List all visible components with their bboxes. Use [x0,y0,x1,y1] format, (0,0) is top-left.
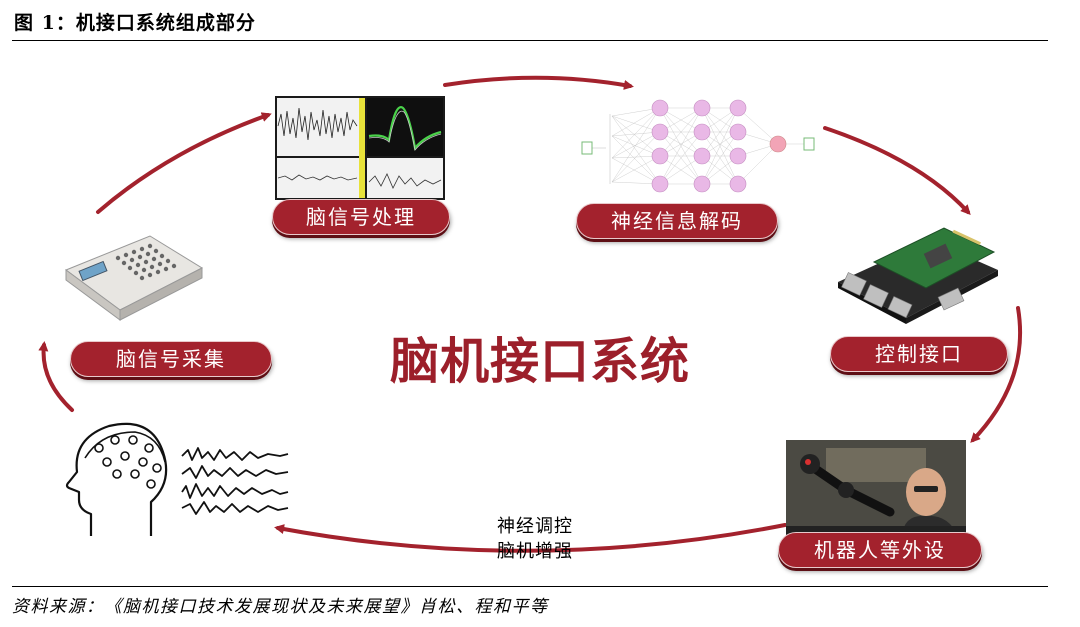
arrow-control-to-peripheral [970,306,1023,443]
arrow-peripheral-to-head [274,523,787,553]
figure-title: 图 1：机接口系统组成部分 [14,12,256,34]
center-title: 脑机接口系统 [389,333,690,390]
top-rule [12,40,1048,41]
stage-acquisition-label: 脑信号采集 [70,341,272,377]
control-board-image [838,227,998,324]
eeg-waveforms-icon [181,447,289,515]
eeg-amplifier-image [64,235,204,321]
stage-peripheral-label: 机器人等外设 [778,532,982,568]
source-note: 资料来源：《脑机接口技术发展现状及未来展望》肖松、程和平等 [12,597,549,617]
modulation-line1: 神经调控 [497,516,573,537]
stage-processing-label: 脑信号处理 [272,199,450,235]
signal-processing-image [275,96,445,200]
bottom-rule [12,586,1048,587]
stage-control-label: 控制接口 [830,336,1008,372]
head-electrodes-icon [65,422,168,536]
arrow-processing-to-decoding [443,75,634,90]
stage-decoding-label: 神经信息解码 [576,203,778,239]
modulation-line2: 脑机增强 [497,541,573,562]
arrow-acquisition-to-processing [96,112,272,214]
arrow-decoding-to-control [823,126,971,215]
arrow-head-to-acquisition [38,341,74,412]
robot-arm-image [786,440,966,536]
modulation-note: 神经调控 脑机增强 [470,514,600,564]
neural-network-image [581,99,815,193]
